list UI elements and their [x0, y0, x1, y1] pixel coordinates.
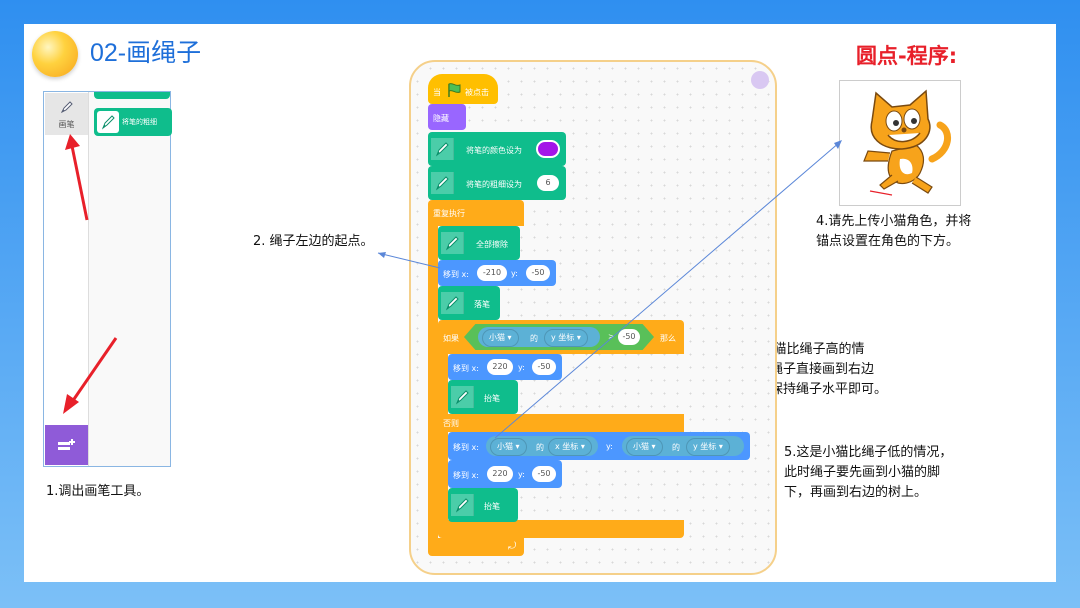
hide-label: 隐藏 — [433, 114, 449, 123]
greater-than-label: > — [608, 332, 615, 341]
caption-step1: 1.调出画笔工具。 — [46, 484, 150, 499]
pen-up-block-2[interactable]: 抬笔 — [448, 488, 518, 522]
goto-xy-block-start[interactable]: 移到 x: -210 y: -50 — [438, 260, 556, 286]
forever-block-arm — [428, 226, 438, 548]
goto-x-input[interactable]: 220 — [487, 359, 513, 375]
set-pen-color-label: 将笔的颜色设为 — [466, 146, 522, 155]
flag-clicked-label: 被点击 — [465, 88, 489, 97]
if-label: 如果 — [443, 334, 459, 343]
goto-y-input[interactable]: -50 — [532, 466, 556, 482]
forever-block[interactable]: 重复执行 — [428, 200, 524, 226]
loop-arrow-icon: ⤾ — [508, 541, 517, 552]
goto-x-label: 移到 x: — [443, 270, 469, 279]
goto-x-label: 移到 x: — [453, 364, 479, 373]
else-section: 否则 — [438, 414, 684, 432]
red-arrow-down — [63, 337, 118, 414]
goto-y-input[interactable]: -50 — [526, 265, 550, 281]
sprite-dropdown[interactable]: 小猫 ▾ — [490, 438, 527, 456]
pen-up-label: 抬笔 — [484, 502, 500, 511]
caption-step4-line: 4.请先上传小猫角色，并将 — [816, 214, 972, 229]
pen-up-block[interactable]: 抬笔 — [448, 380, 518, 414]
sprite-dropdown[interactable]: 小猫 ▾ — [626, 438, 663, 456]
pen-icon — [431, 172, 454, 194]
pen-up-label: 抬笔 — [484, 394, 500, 403]
orange-ball-logo — [32, 31, 78, 77]
when-label: 当 — [433, 88, 441, 97]
pen-icon — [451, 386, 474, 408]
pen-category-button[interactable]: 画笔 — [45, 93, 88, 135]
goto-cat-position-block[interactable]: 移到 x: 小猫 ▾ 的 x 坐标 ▾ y: 小猫 ▾ 的 y 坐标 ▾ — [448, 432, 750, 460]
property-dropdown[interactable]: y 坐标 ▾ — [544, 329, 588, 347]
add-extension-icon — [58, 439, 75, 450]
red-arrow-up — [65, 134, 89, 221]
erase-all-block[interactable]: 全部擦除 — [438, 226, 520, 260]
page-title: 02-画绳子 — [90, 39, 202, 67]
if-else-arm — [438, 354, 448, 524]
pen-icon — [60, 101, 73, 114]
else-label: 否则 — [443, 419, 459, 428]
set-pen-color-block[interactable]: 将笔的颜色设为 — [428, 132, 566, 166]
goto-x-input[interactable]: -210 — [477, 265, 507, 281]
then-label: 那么 — [660, 334, 676, 343]
code-area-scroll-indicator[interactable] — [751, 71, 769, 89]
block-palette-panel: 画笔 将笔的粗细 — [43, 91, 172, 467]
pen-icon — [451, 494, 474, 516]
palette-scripts: 将笔的粗细 — [89, 92, 172, 466]
caption-step2: 2. 绳子左边的起点。 — [253, 234, 374, 249]
pen-color-swatch[interactable] — [536, 140, 560, 158]
erase-all-label: 全部擦除 — [476, 240, 508, 249]
property-dropdown[interactable]: y 坐标 ▾ — [686, 438, 730, 456]
sprite-dropdown[interactable]: 小猫 ▾ — [482, 329, 519, 347]
pen-icon — [97, 111, 119, 133]
pen-icon — [441, 292, 464, 314]
pen-icon — [441, 232, 464, 254]
pen-icon — [431, 138, 454, 160]
caption-step5: 5.这是小猫比绳子低的情况， 此时绳子要先画到小猫的脚 下，再画到右边的树上。 — [784, 443, 952, 503]
cat-sprite-image — [839, 80, 961, 206]
goto-y-label: y: — [518, 363, 525, 372]
caption-step4: 4.请先上传小猫角色，并将 锚点设置在角色的下方。 — [816, 212, 971, 252]
add-extension-button[interactable] — [45, 425, 88, 465]
goto-x-input[interactable]: 220 — [487, 466, 513, 482]
of-label: 的 — [536, 443, 544, 452]
goto-xy-block-tree[interactable]: 移到 x: 220 y: -50 — [448, 460, 562, 488]
if-else-block[interactable]: 如果 小猫 ▾ 的 y 坐标 ▾ > -50 那么 — [438, 320, 684, 354]
goto-x-label: 移到 x: — [453, 443, 479, 452]
caption-step5-line: 此时绳子要先画到小猫的脚 — [784, 465, 941, 480]
pen-category-label: 画笔 — [58, 120, 75, 129]
of-label: 的 — [672, 443, 680, 452]
pen-size-input[interactable]: 6 — [537, 175, 559, 191]
set-pen-size-label: 将笔的粗细设为 — [466, 180, 522, 189]
of-label: 的 — [530, 334, 538, 343]
green-flag-icon — [448, 83, 461, 97]
goto-y-label: y: — [606, 442, 613, 451]
compare-value-input[interactable]: -50 — [618, 329, 640, 345]
caption-step4-line: 锚点设置在角色的下方。 — [816, 234, 960, 249]
caption-step5-line: 下，再画到右边的树上。 — [784, 485, 928, 500]
pen-down-block[interactable]: 落笔 — [438, 286, 500, 320]
goto-y-input[interactable]: -50 — [532, 359, 556, 375]
palette-pen-size-block[interactable]: 将笔的粗细 — [94, 108, 172, 136]
forever-block-bottom: ⤾ — [428, 538, 524, 556]
when-flag-clicked-block[interactable]: 当 被点击 — [428, 74, 498, 104]
program-title: 圆点-程序: — [856, 44, 958, 68]
goto-x-label: 移到 x: — [453, 471, 479, 480]
goto-y-label: y: — [518, 470, 525, 479]
goto-y-label: y: — [511, 269, 518, 278]
if-else-bottom — [438, 520, 684, 538]
palette-block-partial — [94, 92, 170, 99]
goto-xy-block-right[interactable]: 移到 x: 220 y: -50 — [448, 354, 562, 380]
forever-label: 重复执行 — [433, 209, 465, 218]
palette-block-label: 将笔的粗细 — [122, 118, 157, 126]
hide-block[interactable]: 隐藏 — [428, 104, 466, 130]
pen-down-label: 落笔 — [474, 300, 490, 309]
set-pen-size-block[interactable]: 将笔的粗细设为 6 — [428, 166, 566, 200]
caption-step5-line: 5.这是小猫比绳子低的情况， — [784, 445, 953, 460]
property-dropdown[interactable]: x 坐标 ▾ — [548, 438, 592, 456]
